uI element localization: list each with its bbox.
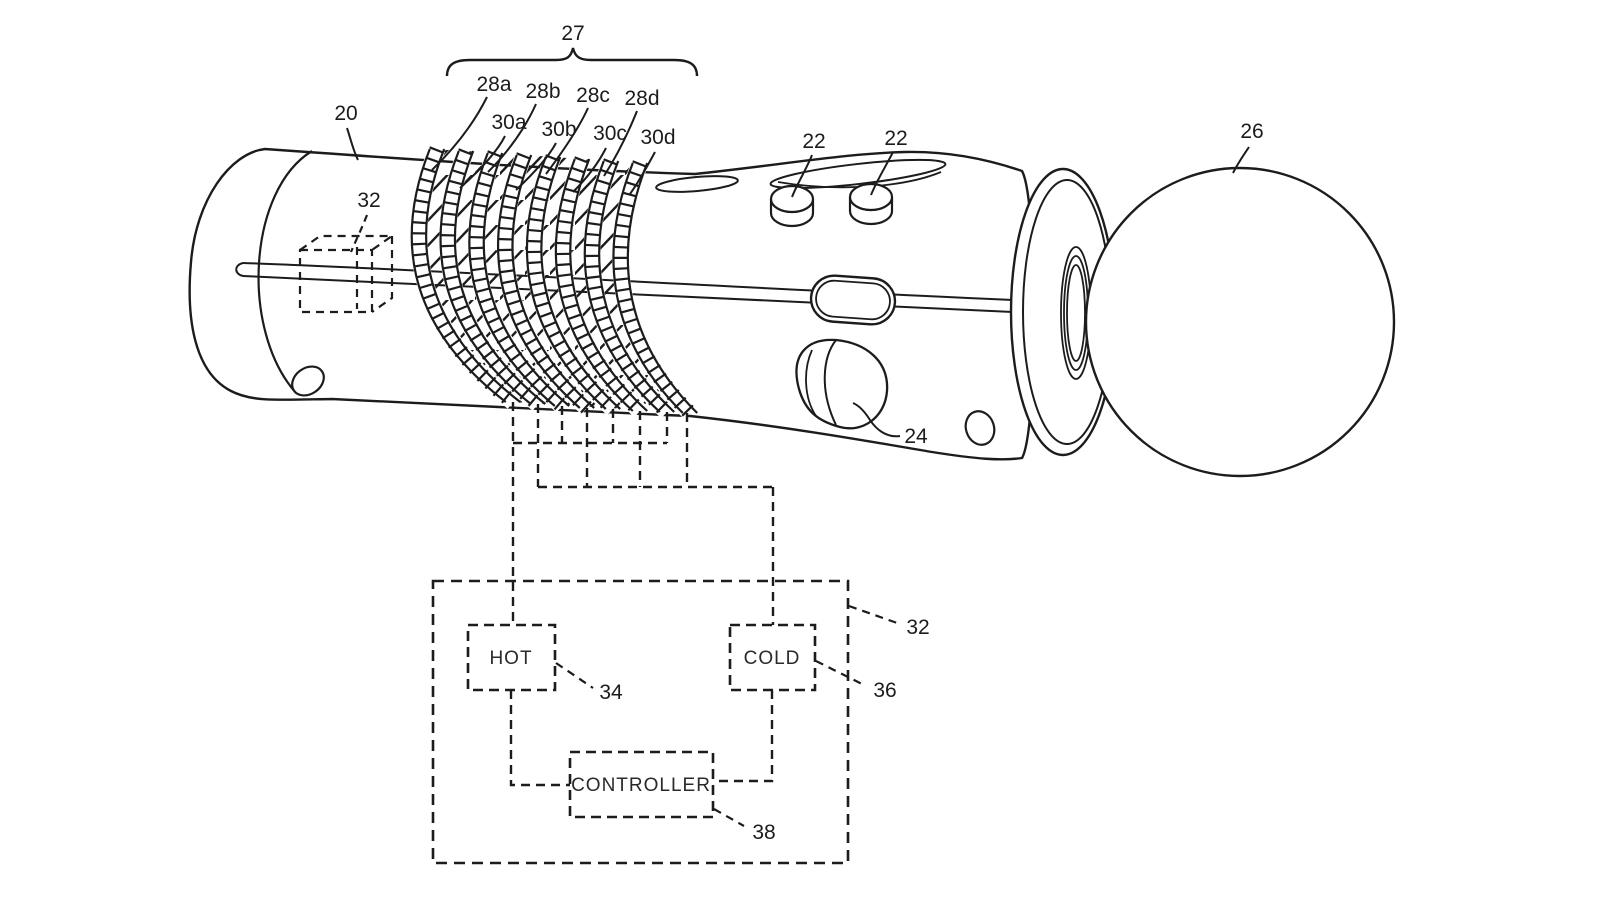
cube-front-face [298, 248, 374, 314]
leader-30a [459, 135, 506, 189]
lanyard-hole [964, 410, 996, 446]
ref-30a: 30a [491, 111, 526, 134]
ref-28a: 28a [476, 73, 511, 96]
leader-30b [515, 142, 557, 191]
leader-22a [791, 154, 813, 198]
ref-30b: 30b [541, 118, 576, 141]
ref-38: 38 [752, 821, 775, 844]
leader-28a [431, 96, 488, 171]
front-collar [1009, 167, 1117, 457]
ref-22a: 22 [802, 130, 825, 153]
reference-labels: 27 28a 28b 28c 28d 30a 30b 30c 30d 20 22 [334, 22, 1263, 448]
ref-24: 24 [904, 425, 928, 448]
internal-module-cube [298, 234, 396, 314]
thermal-band-section [412, 149, 698, 413]
ref-26: 26 [1240, 120, 1263, 143]
leader-32-circuit [848, 604, 901, 626]
ref-32-module: 32 [357, 189, 380, 212]
top-surface-details [655, 158, 947, 193]
leader-28c [545, 107, 589, 175]
ref-30d: 30d [640, 126, 675, 149]
ref-28d: 28d [624, 87, 659, 110]
cube-top-face [299, 234, 396, 251]
strap-hole [291, 365, 325, 397]
leader-34 [555, 662, 594, 689]
hot-box-label: HOT [489, 648, 532, 669]
ref-27: 27 [561, 22, 584, 45]
ref-20: 20 [334, 102, 357, 125]
leader-28b [487, 103, 537, 173]
ref-32-circuit: 32 [906, 616, 929, 639]
controller-box-label: CONTROLLER [571, 775, 711, 796]
seam-left-tip [235, 262, 244, 277]
ref-30c: 30c [593, 122, 627, 145]
ref-28c: 28c [576, 84, 610, 107]
top-slot-small [655, 175, 739, 193]
tracking-sphere [1084, 166, 1396, 478]
hot-to-controller-line [509, 690, 570, 787]
leader-30d [629, 151, 656, 195]
cold-box-label: COLD [744, 648, 801, 669]
leader-20 [346, 127, 359, 161]
circuit-boundary [431, 579, 850, 865]
trigger [795, 338, 889, 430]
action-button-2 [848, 182, 894, 226]
band-wiring [511, 402, 775, 625]
action-button-1 [769, 184, 815, 228]
cube-right-face [371, 236, 394, 313]
top-slot-long [769, 158, 947, 190]
brace-27 [445, 47, 699, 77]
leader-22b [870, 151, 894, 196]
leader-32-module [349, 214, 369, 253]
controller-box [568, 750, 715, 819]
cold-to-controller-line [713, 690, 774, 783]
leader-30c [572, 147, 607, 193]
cold-box [728, 623, 817, 692]
leader-26 [1232, 146, 1250, 174]
leader-24 [852, 402, 901, 438]
ref-34: 34 [599, 681, 623, 704]
side-oval-button [809, 274, 897, 326]
leader-38 [713, 808, 745, 827]
ref-36: 36 [873, 679, 896, 702]
ref-22b: 22 [884, 127, 907, 150]
leader-36 [815, 660, 867, 687]
thermal-circuit-diagram: HOT COLD CONTROLLER 34 36 32 38 [431, 579, 930, 865]
leader-28d [603, 110, 638, 177]
ref-28b: 28b [525, 80, 560, 103]
